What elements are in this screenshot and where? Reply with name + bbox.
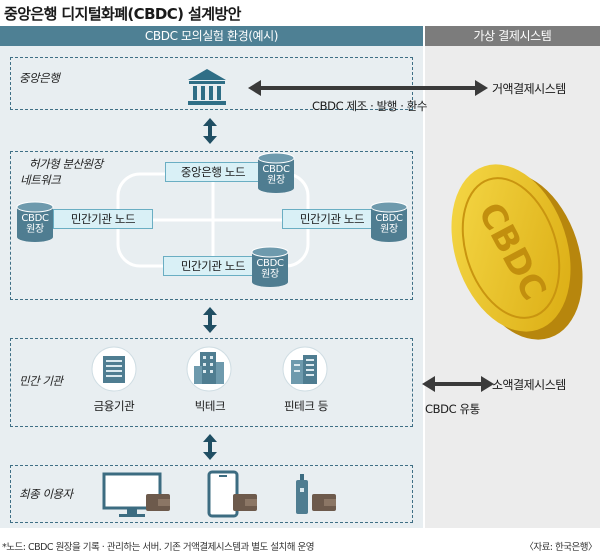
bigtech-building-icon: [186, 346, 232, 392]
private-node-right: 민간기관 노드: [282, 209, 382, 229]
private-institutions-label: 민간 기관: [19, 374, 63, 388]
financial-institution-icon: [91, 346, 137, 392]
network-connection-lines: [116, 172, 310, 268]
ledger-database-icon: CBDC 원장: [251, 246, 289, 288]
usb-card-icon: [296, 474, 336, 514]
smartphone-icon: [207, 470, 257, 518]
vertical-arrow-3: [203, 434, 217, 460]
cbdc-coin-icon: CBDC: [451, 164, 583, 340]
ledger-database-icon: CBDC 원장: [370, 201, 408, 243]
institution-label-fintech: 핀테크 등: [284, 399, 328, 413]
source-credit: 〈자료: 한국은행〉: [524, 542, 597, 553]
bank-building-icon: [188, 69, 226, 105]
desktop-computer-icon: [102, 472, 170, 517]
end-user-label: 최종 이용자: [19, 487, 73, 501]
dlt-network-section: [10, 151, 413, 300]
vertical-arrow-2: [203, 307, 217, 333]
central-bank-node: 중앙은행 노드: [165, 162, 261, 182]
circulation-double-arrow: [422, 376, 494, 392]
vertical-arrow-1: [203, 118, 217, 144]
issue-double-arrow: [248, 80, 488, 96]
network-label-line2: 네트워크: [20, 173, 61, 187]
header-virtual-payment-system: 가상 결제시스템: [425, 26, 600, 46]
diagram-title: 중앙은행 디지털화폐(CBDC) 설계방안: [4, 5, 241, 23]
institution-label-financial: 금융기관: [93, 399, 135, 413]
ledger-database-icon: CBDC 원장: [257, 152, 295, 194]
network-label-line1: 허가형 분산원장: [29, 157, 103, 171]
footnote: *노드: CBDC 원장을 기록 · 관리하는 서버. 기존 거액결제시스템과 …: [2, 542, 315, 553]
central-bank-label: 중앙은행: [19, 71, 60, 85]
end-user-section: 최종 이용자: [10, 465, 413, 523]
header-cbdc-environment: CBDC 모의실험 환경(예시): [0, 26, 423, 46]
central-bank-section: 중앙은행: [10, 57, 413, 110]
circulation-flow-label: CBDC 유통: [425, 402, 480, 416]
ledger-database-icon: CBDC 원장: [16, 201, 54, 243]
private-node-left: 민간기관 노드: [53, 209, 153, 229]
institution-label-bigtech: 빅테크: [194, 399, 226, 413]
private-institutions-section: 민간 기관: [10, 338, 413, 427]
fintech-building-icon: [282, 346, 328, 392]
private-node-bottom: 민간기관 노드: [163, 256, 263, 276]
retail-system-label: 소액결제시스템: [492, 378, 566, 392]
issue-flow-label: CBDC 제조 · 발행 · 환수: [312, 99, 428, 113]
wholesale-system-label: 거액결제시스템: [492, 82, 566, 96]
